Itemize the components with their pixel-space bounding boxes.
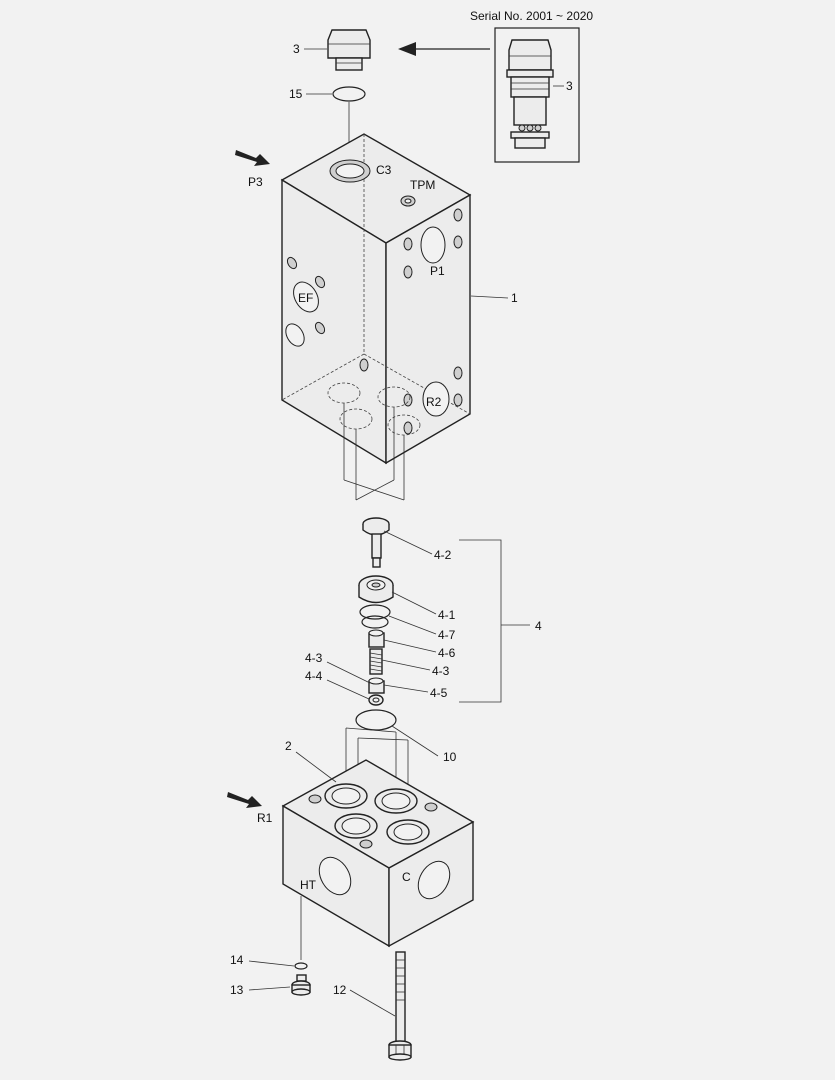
- p3-arrow-icon: [235, 150, 270, 166]
- callout-2: 2: [285, 739, 292, 753]
- port-r2: R2: [426, 395, 442, 409]
- port-c: C: [402, 870, 411, 884]
- spring-4-3: [369, 648, 383, 675]
- port-tpm: TPM: [410, 178, 435, 192]
- nut-4-4: [368, 694, 384, 706]
- callout-15: 15: [289, 87, 303, 101]
- callout-4-3a: 4-3: [432, 664, 450, 678]
- callout-10: 10: [443, 750, 457, 764]
- poppet-4-2: [362, 517, 390, 568]
- port-ht: HT: [300, 878, 317, 892]
- callout-4-5: 4-5: [430, 686, 448, 700]
- inset-box: [494, 27, 580, 163]
- bolt-12: [388, 951, 412, 1061]
- port-p1: P1: [430, 264, 445, 278]
- callout-4-6: 4-6: [438, 646, 456, 660]
- assembly-lines-upper: [343, 403, 405, 501]
- callout-4-7: 4-7: [438, 628, 456, 642]
- callout-1: 1: [511, 291, 518, 305]
- spacer-4-6: [368, 629, 385, 648]
- o-ring-15: [332, 86, 366, 102]
- o-ring-14: [294, 962, 308, 970]
- callout-4: 4: [535, 619, 542, 633]
- callout-4-4: 4-4: [305, 669, 323, 683]
- ring-4-7: [359, 604, 391, 620]
- callout-3-inset: 3: [566, 79, 573, 93]
- plug-13: [291, 974, 311, 996]
- port-ef: EF: [298, 291, 313, 305]
- callout-4-1: 4-1: [438, 608, 456, 622]
- callout-4-2: 4-2: [434, 548, 452, 562]
- port-c3: C3: [376, 163, 392, 177]
- inset-reference-arrow: [398, 42, 490, 56]
- port-p3: P3: [248, 175, 263, 189]
- r1-arrow-icon: [227, 792, 262, 808]
- port-r1: R1: [257, 811, 273, 825]
- callout-13: 13: [230, 983, 244, 997]
- o-ring-10: [355, 709, 397, 731]
- sleeve-4-5: [368, 677, 385, 694]
- valve-block-1: [280, 133, 472, 465]
- plug-3: [327, 29, 371, 71]
- callout-4-3b: 4-3: [305, 651, 323, 665]
- seat-4-1: [358, 575, 394, 604]
- callout-12: 12: [333, 983, 347, 997]
- ring-4-7b: [361, 615, 389, 629]
- callout-14: 14: [230, 953, 244, 967]
- callout-3: 3: [293, 42, 300, 56]
- group-bracket-4: [459, 539, 530, 703]
- lower-block-2: [281, 759, 475, 948]
- serial-note: Serial No. 2001 ~ 2020: [470, 9, 593, 23]
